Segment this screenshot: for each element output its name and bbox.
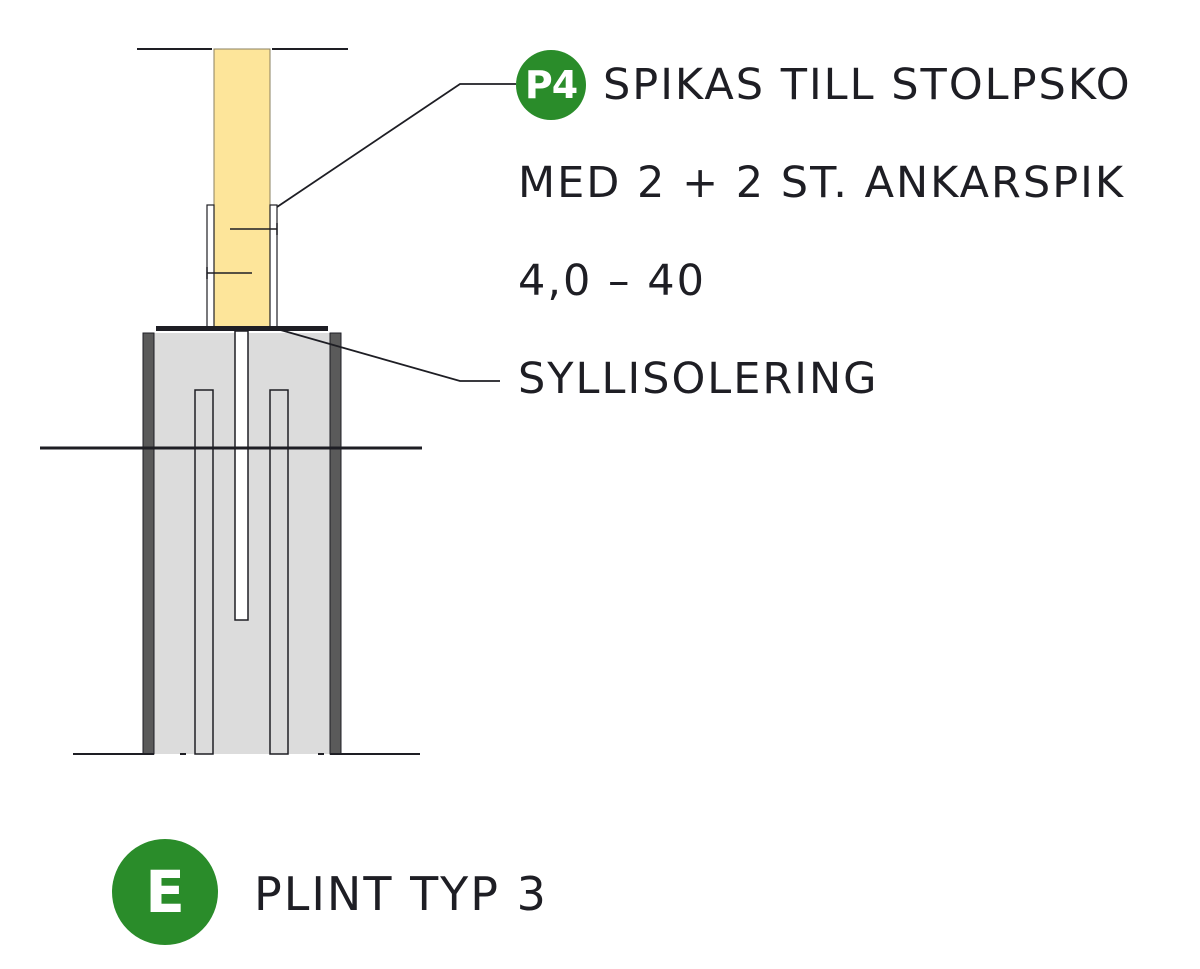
form-wall-right — [329, 332, 342, 755]
leader-line-sill — [269, 326, 500, 382]
post-shoe-plate-right — [269, 204, 278, 329]
callout-sill-label: SYLLISOLERING — [518, 354, 879, 404]
leader-line-p4 — [276, 83, 516, 208]
sill-insulation — [156, 326, 328, 331]
post-shoe-plate-left — [206, 204, 215, 329]
callout-p4-line3: 4,0 – 40 — [518, 256, 706, 306]
anchor-bar-right — [269, 389, 289, 755]
callout-badge-p4: P4 — [516, 50, 586, 120]
post-shoe-center-rod — [234, 330, 249, 621]
form-wall-left — [142, 332, 155, 755]
callout-p4-line2: MED 2 + 2 ST. ANKARSPIK — [518, 158, 1126, 208]
callout-p4-line1: SPIKAS TILL STOLPSKO — [603, 60, 1132, 110]
wooden-post — [213, 48, 271, 329]
caption-badge-e: E — [112, 839, 218, 945]
anchor-bar-left — [194, 389, 214, 755]
caption-label: PLINT TYP 3 — [254, 867, 548, 921]
